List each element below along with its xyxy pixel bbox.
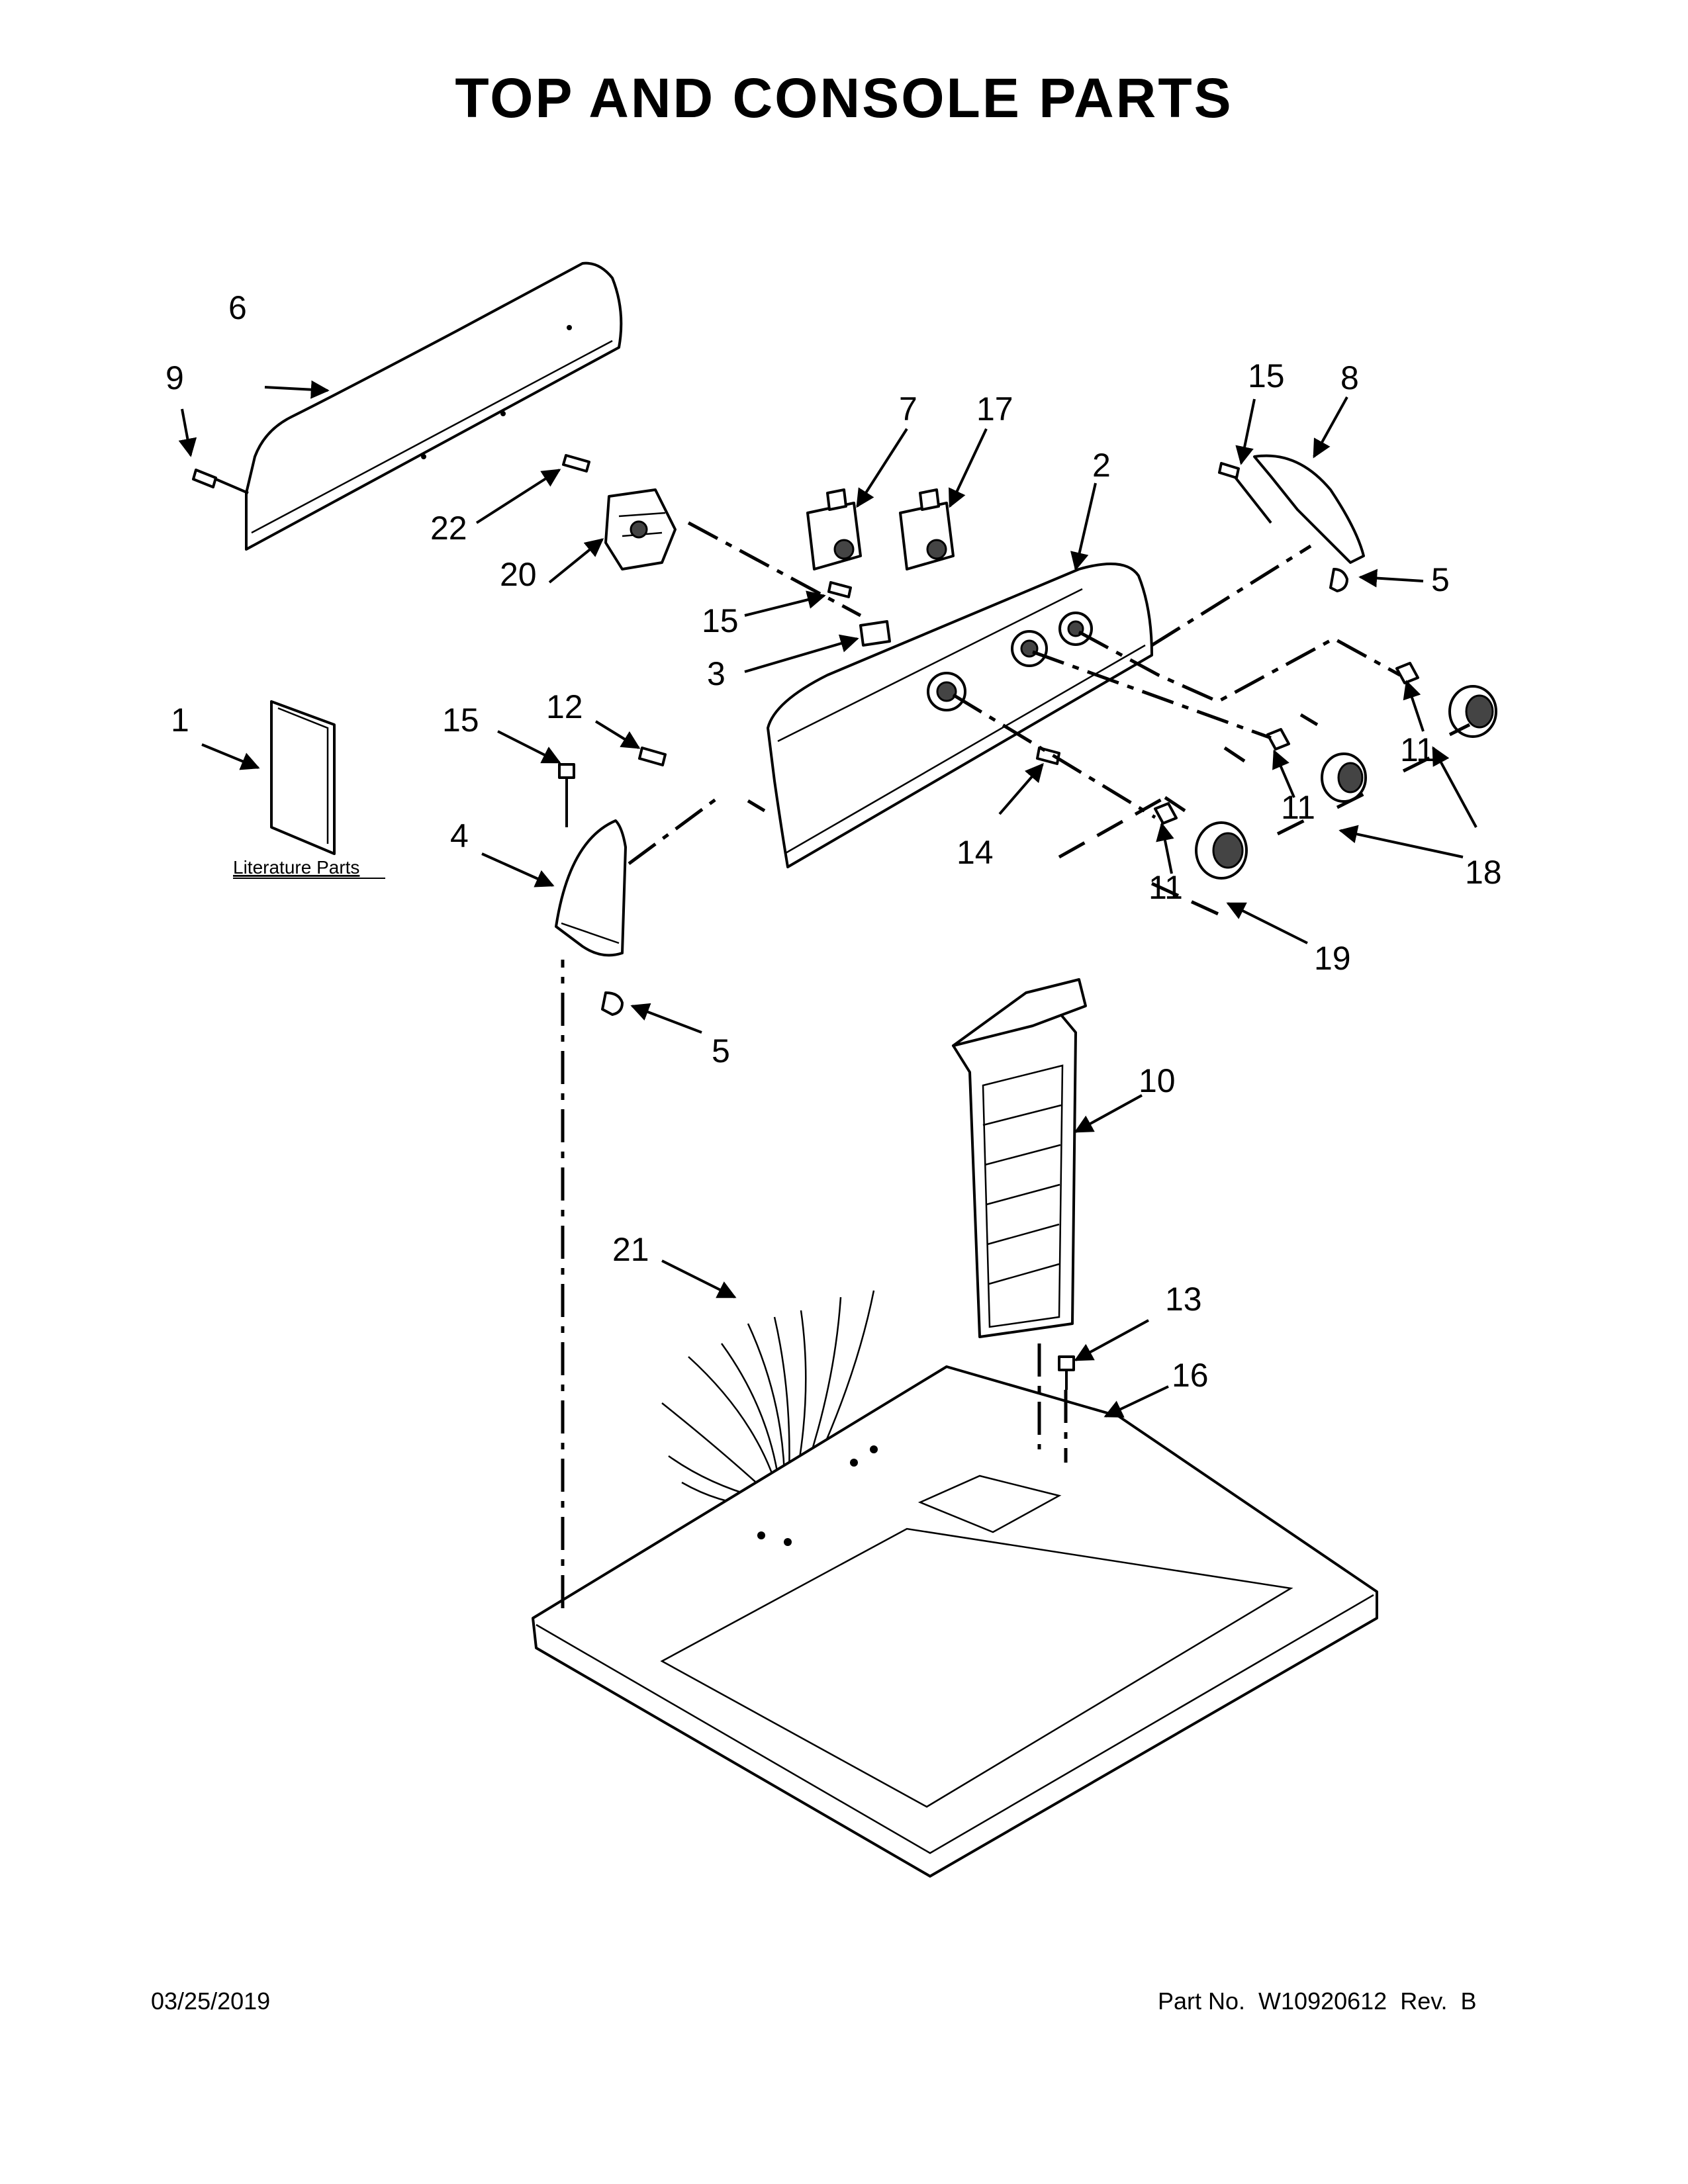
callout-8: 8 <box>1340 359 1359 396</box>
callout-2: 2 <box>1092 447 1111 484</box>
screw-22-part <box>562 454 590 473</box>
callout-15-center: 15 <box>702 602 739 639</box>
callout-17: 17 <box>976 390 1013 428</box>
screw-14-part <box>1036 747 1060 765</box>
callout-5-right: 5 <box>1431 561 1450 598</box>
callout-15-right: 15 <box>1248 357 1285 394</box>
end-cap-4-part <box>555 819 627 957</box>
screw-15-left-part <box>558 763 575 827</box>
knob-middle-part <box>1266 728 1367 803</box>
knob-lower-part <box>1154 802 1248 880</box>
callout-10: 10 <box>1139 1062 1176 1099</box>
door-switch-3-part <box>859 620 891 647</box>
page-title: TOP AND CONSOLE PARTS <box>455 67 1233 129</box>
screw-12-part <box>638 747 667 766</box>
switch-7-part <box>806 488 862 570</box>
callout-12: 12 <box>546 688 583 725</box>
timer-20-part <box>604 488 677 570</box>
assembly-lines <box>561 521 1471 1608</box>
callout-16: 16 <box>1172 1357 1209 1394</box>
callout-15-left: 15 <box>442 702 479 739</box>
rear-console-panel-part <box>245 261 623 551</box>
callout-9: 9 <box>165 359 184 396</box>
literature-parts-link[interactable]: Literature Parts <box>233 857 359 878</box>
end-cap-8-part <box>1253 454 1365 564</box>
callout-22: 22 <box>430 510 467 547</box>
callout-4: 4 <box>450 817 469 854</box>
screw-15-right-part <box>1218 462 1272 524</box>
callout-21: 21 <box>612 1231 649 1268</box>
callout-11-middle: 11 <box>1281 789 1315 826</box>
clip-5-right-part <box>1329 568 1348 592</box>
switch-17-part <box>899 488 955 570</box>
top-panel-16-part <box>532 1365 1378 1878</box>
knob-upper-part <box>1395 662 1497 738</box>
callout-11-upper: 11 <box>1400 731 1434 768</box>
footer-date: 03/25/2019 <box>151 1987 271 2015</box>
callout-1: 1 <box>171 702 189 739</box>
callout-6: 6 <box>228 289 247 326</box>
screw-9-part <box>192 469 249 494</box>
callout-13: 13 <box>1165 1281 1202 1318</box>
screw-13-part <box>1058 1355 1075 1390</box>
callout-18: 18 <box>1465 854 1502 891</box>
literature-1-part <box>270 700 336 855</box>
callout-7: 7 <box>899 390 917 428</box>
callout-20: 20 <box>500 556 537 593</box>
console-2-part <box>767 563 1153 868</box>
leader-arrows <box>178 380 1477 1418</box>
screw-15-center-part <box>827 581 852 598</box>
callout-11-lower: 11 <box>1149 869 1183 906</box>
footer-part-number: Part No. W10920612 Rev. B <box>1158 1987 1477 2015</box>
callout-14: 14 <box>957 834 994 871</box>
lint-screen-10-part <box>952 978 1087 1338</box>
callout-19: 19 <box>1314 940 1351 977</box>
clip-5-left-part <box>601 991 624 1016</box>
callout-3: 3 <box>707 655 726 692</box>
callout-5-left: 5 <box>712 1032 730 1069</box>
